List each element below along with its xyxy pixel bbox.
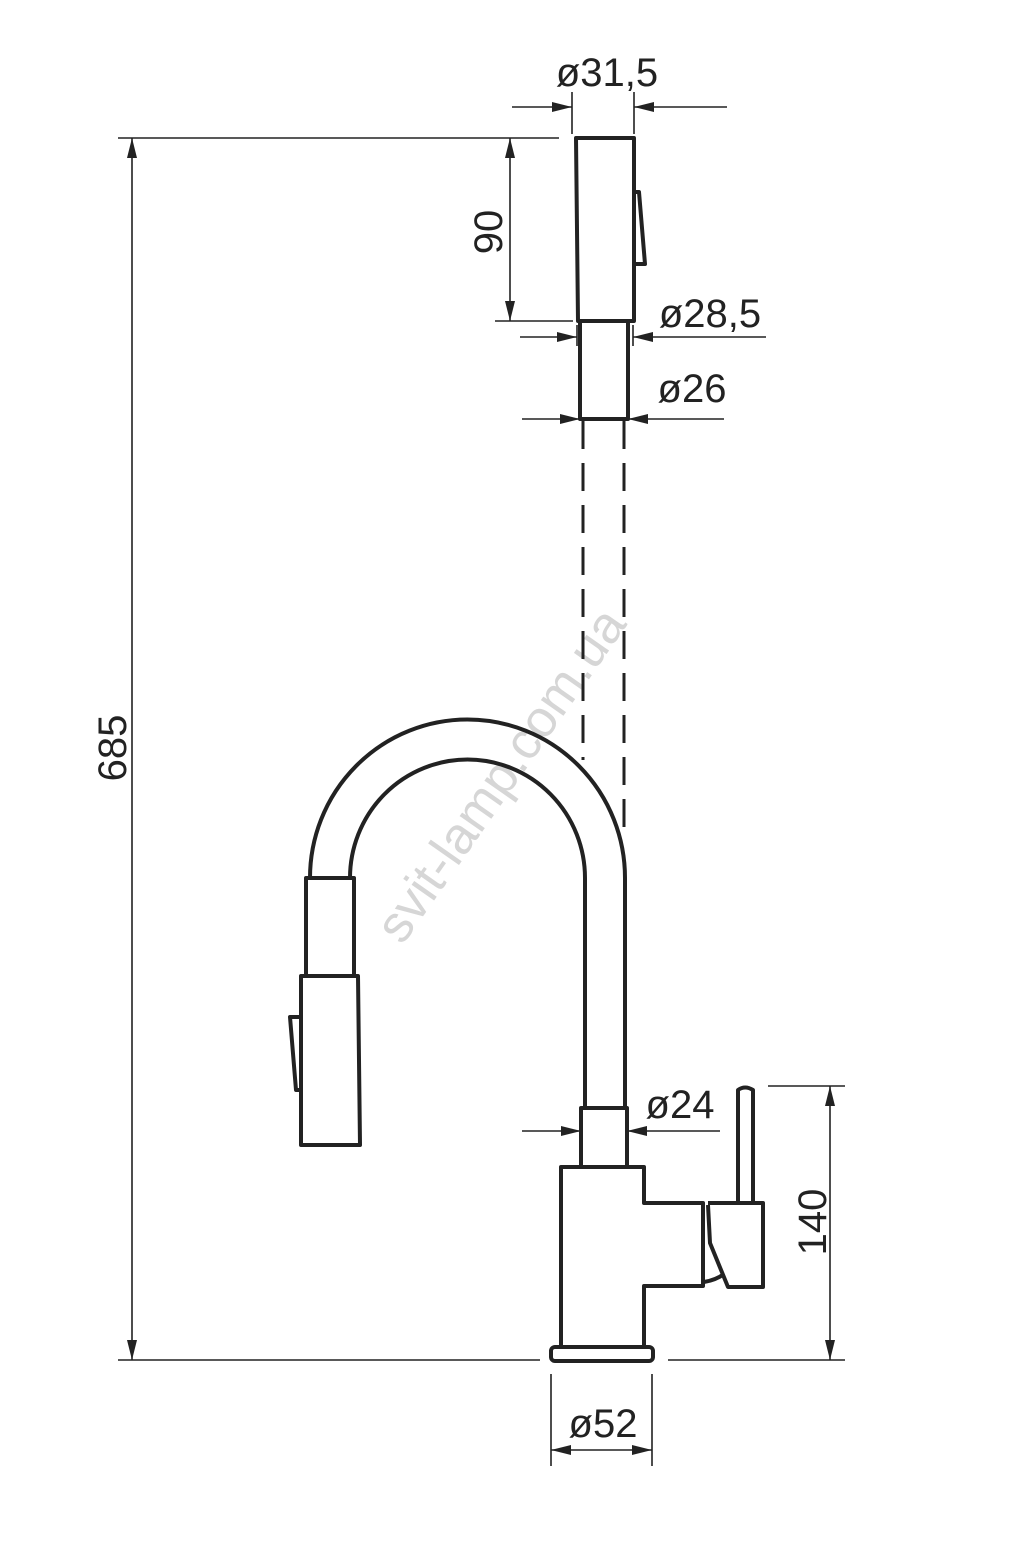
gooseneck-spout: [288, 717, 627, 1147]
dim-handset-length: 90: [467, 138, 573, 322]
lever-rod: [736, 1085, 755, 1203]
svg-text:ø24: ø24: [646, 1083, 715, 1127]
faucet-body: [549, 1085, 765, 1363]
dim-hose: ø26: [522, 367, 727, 424]
svg-text:ø28,5: ø28,5: [659, 292, 761, 336]
svg-text:ø31,5: ø31,5: [556, 51, 658, 95]
trigger-icon: [634, 190, 647, 266]
svg-text:ø26: ø26: [658, 367, 727, 411]
svg-text:90: 90: [467, 210, 511, 255]
svg-text:685: 685: [91, 715, 135, 782]
dim-body-height: 140: [668, 1085, 845, 1361]
dim-spout-pipe: ø24: [522, 1083, 720, 1136]
svg-text:140: 140: [791, 1189, 835, 1256]
svg-text:ø52: ø52: [569, 1402, 638, 1446]
dim-base: ø52: [550, 1374, 653, 1466]
dim-total-height: 685: [91, 137, 559, 1361]
trigger-icon: [288, 1015, 301, 1092]
dim-handset-neck: ø28,5: [520, 292, 766, 346]
lever-handle: [706, 1201, 765, 1289]
dim-handset-diameter: ø31,5: [512, 51, 727, 134]
handset-extended: [574, 136, 647, 838]
